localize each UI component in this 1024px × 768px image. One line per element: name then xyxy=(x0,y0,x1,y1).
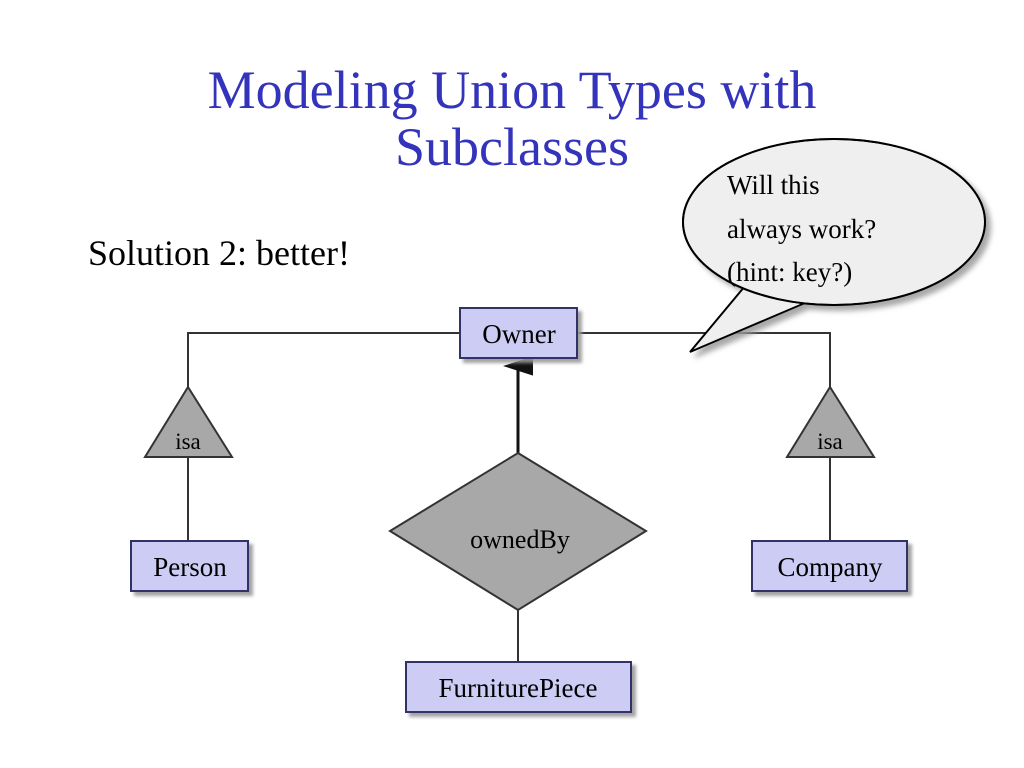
person-label: Person xyxy=(153,552,227,582)
company-label: Company xyxy=(778,552,883,582)
speech-bubble-ellipse-outline xyxy=(682,138,986,306)
page-title: Modeling Union Types with Subclasses xyxy=(62,62,962,175)
isa-node-left[interactable]: isa xyxy=(143,385,234,458)
owner-label: Owner xyxy=(482,319,555,349)
furniturepiece-label: FurniturePiece xyxy=(439,673,598,703)
isa-right-triangle-shape xyxy=(785,385,876,458)
entity-owner[interactable]: Owner xyxy=(459,307,578,359)
edge-owner-isa-right xyxy=(577,332,831,388)
relationship-ownedby[interactable]: ownedBy xyxy=(388,451,648,612)
isa-right-label: isa xyxy=(817,429,843,454)
entity-furniturepiece[interactable]: FurniturePiece xyxy=(405,661,632,713)
isa-left-label: isa xyxy=(175,429,201,454)
speech-bubble[interactable]: Will this always work? (hint: key?) xyxy=(682,138,986,353)
speech-bubble-ellipse-fill xyxy=(684,140,984,304)
furniturepiece-box-shape xyxy=(405,661,632,713)
solution-caption: Solution 2: better! xyxy=(88,233,350,273)
company-box-shape xyxy=(751,540,908,592)
ownedby-label: ownedBy xyxy=(470,525,570,554)
speech-bubble-line-3: (hint: key?) xyxy=(727,257,852,287)
ownedby-diamond-shape xyxy=(388,451,648,612)
edge-owner-isa-left xyxy=(187,332,460,388)
isa-left-triangle-shape xyxy=(143,385,234,458)
connector-group xyxy=(187,332,831,662)
entity-company[interactable]: Company xyxy=(751,540,908,592)
isa-node-right[interactable]: isa xyxy=(785,385,876,458)
speech-bubble-line-1: Will this xyxy=(727,170,820,200)
title-line-2: Subclasses xyxy=(395,116,629,177)
person-box-shape xyxy=(130,540,249,592)
speech-bubble-line-2: always work? xyxy=(727,214,876,244)
title-line-1: Modeling Union Types with xyxy=(207,60,817,120)
owner-box-shape xyxy=(459,307,578,359)
entity-person[interactable]: Person xyxy=(130,540,249,592)
